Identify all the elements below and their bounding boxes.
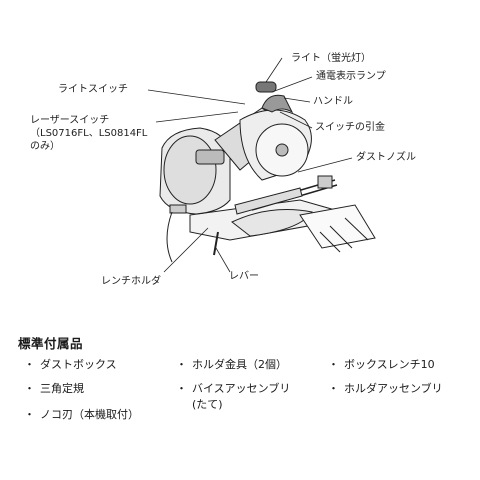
base-extension: [299, 204, 376, 249]
handle-grip: [261, 94, 294, 114]
label-laser-switch: レーザースイッチ: [30, 115, 110, 126]
label-power-lamp: 通電表示ランプ: [316, 71, 386, 82]
accessory-item: ・バイスアッセンブリ: [176, 382, 291, 395]
label-trigger: スイッチの引金: [315, 122, 385, 133]
accessory-item: ・ノコ刃（本機取付）: [24, 408, 139, 421]
lever-arm: [213, 231, 219, 256]
turntable: [231, 209, 313, 237]
light-unit: [255, 81, 277, 93]
accessory-item: ・三角定規: [24, 382, 84, 395]
label-dust-nozzle: ダストノズル: [356, 152, 416, 163]
leader-light-switch: [147, 89, 246, 105]
label-laser-models-1: （LS0716FL、LS0814FL: [30, 128, 148, 139]
leader-dust-nozzle: [297, 157, 353, 173]
wrench-holder-part: [169, 204, 187, 214]
leader-handle: [283, 97, 311, 103]
rail-clamp: [317, 175, 333, 189]
leader-laser-switch: [155, 111, 239, 123]
leader-power-lamp: [271, 76, 313, 93]
blade-arbor: [275, 143, 289, 157]
miter-saw-diagram: [147, 57, 376, 273]
label-wrench-holder: レンチホルダ: [101, 276, 161, 287]
label-light: ライト（蛍光灯）: [291, 53, 371, 64]
leader-lever: [215, 247, 231, 273]
label-lever: レバー: [229, 271, 259, 282]
dust-box-front: [163, 135, 217, 205]
leader-light: [265, 57, 283, 83]
dust-box-plate: [195, 149, 225, 165]
accessory-item: ・ダストボックス: [24, 358, 117, 371]
accessories-title: 標準付属品: [18, 336, 84, 351]
power-cord: [166, 211, 173, 263]
extension-rod: [319, 217, 369, 253]
accessory-item: ・ボックスレンチ10: [328, 358, 435, 371]
label-handle: ハンドル: [313, 96, 353, 107]
label-laser-models-2: のみ）: [30, 141, 60, 152]
label-light-switch: ライトスイッチ: [58, 84, 128, 95]
accessory-item-continuation: (たて): [192, 398, 223, 411]
guide-fence: [234, 187, 303, 215]
leader-wrench-holder: [163, 227, 209, 273]
accessory-item: ・ホルダアッセンブリ: [328, 382, 443, 395]
leader-trigger: [279, 111, 313, 129]
accessory-item: ・ホルダ金具（2個）: [176, 358, 287, 371]
